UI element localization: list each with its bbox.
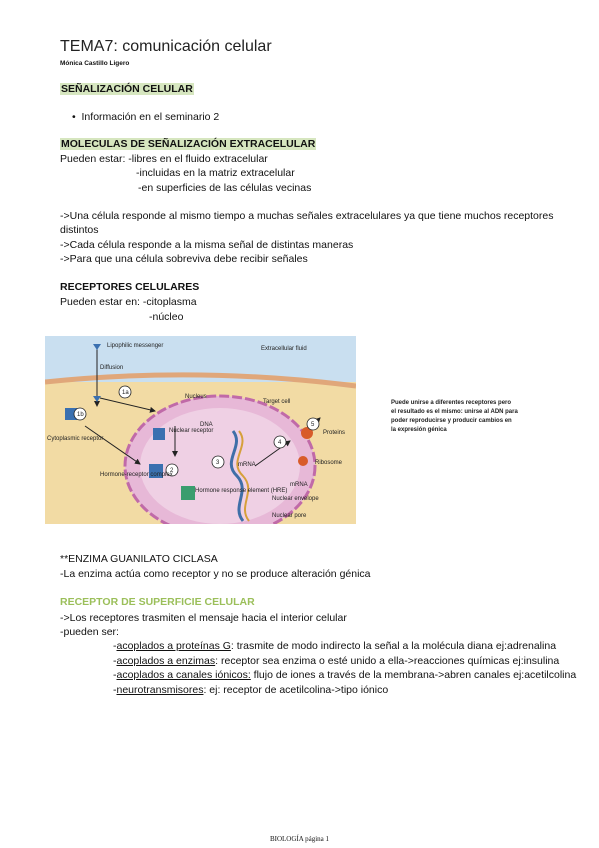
nuclear-receptor-label: Nuclear receptor — [169, 428, 213, 434]
author: Mónica Castillo Ligero — [60, 60, 130, 67]
nuclear-envelope-label: Nuclear envelope — [272, 496, 319, 502]
lipophilic-label: Lipophilic messenger — [107, 343, 163, 349]
target-cell-label: Target cell — [263, 399, 290, 405]
extracellular-label: Extracellular fluid — [261, 346, 307, 352]
cytoplasmic-receptor-label: Cytoplasmic receptor — [47, 436, 103, 442]
text-line: ->Para que una célula sobreviva debe rec… — [60, 253, 308, 265]
bullet-icon: • — [72, 111, 82, 123]
step-1a-label: 1a — [122, 390, 129, 396]
page-footer: BIOLOGÍA página 1 — [269, 835, 330, 843]
step-3-label: 3 — [216, 460, 220, 466]
section-heading-superficie: RECEPTOR DE SUPERFICIE CELULAR — [60, 596, 255, 608]
hre-label: Hormone response element (HRE) — [195, 488, 287, 494]
text-line: -en superficies de las células vecinas — [138, 182, 312, 194]
list-item: -acoplados a proteínas G: trasmite de mo… — [113, 640, 557, 652]
text-line: Pueden estar: -libres en el fluido extra… — [60, 153, 268, 165]
hormone-complex-label: Hormone-receptor complex — [100, 472, 173, 478]
dna-label: DNA — [200, 422, 213, 428]
ribosome-label: Ribosome — [315, 460, 343, 466]
section-heading-moleculas: MOLECULAS DE SEÑALIZACIÓN EXTRACELULAR — [60, 138, 317, 150]
diffusion-label: Diffusion — [100, 365, 123, 371]
bullet-item: • Información en el seminario 2 — [72, 111, 220, 123]
figure-side-note: Puede unirse a diferentes receptores per… — [391, 400, 518, 433]
text-line: distintos — [60, 224, 99, 236]
proteins-label: Proteins — [323, 430, 345, 436]
section-heading-senalizacion: SEÑALIZACIÓN CELULAR — [60, 83, 194, 95]
list-item: -acoplados a canales iónicos: flujo de i… — [113, 669, 577, 681]
text-line: ->Los receptores trasmiten el mensaje ha… — [60, 612, 347, 624]
section-heading-guanilato: **ENZIMA GUANILATO CICLASA — [60, 553, 218, 565]
step-1b-label: 1b — [77, 412, 84, 418]
section-heading-receptores: RECEPTORES CELULARES — [60, 281, 200, 293]
nucleus-label: Nucleus — [185, 394, 207, 400]
nuclear-pore-label: Nuclear pore — [272, 513, 307, 519]
document-title: TEMA7: comunicación celular — [60, 38, 272, 55]
text-line: ->Una célula responde al mismo tiempo a … — [60, 210, 554, 222]
text-line: -incluidas en la matriz extracelular — [136, 167, 295, 179]
text-line: -La enzima actúa como receptor y no se p… — [60, 568, 371, 580]
text-line: ->Cada célula responde a la misma señal … — [60, 239, 354, 251]
list-item: -neurotransmisores: ej: receptor de acet… — [113, 684, 389, 696]
text-line: -núcleo — [149, 311, 184, 323]
text-line: -pueden ser: — [60, 626, 119, 638]
step-2-label: 2 — [170, 468, 174, 474]
step-5-label: 5 — [311, 422, 315, 428]
mrna-label: mRNA — [238, 462, 256, 468]
mrna-label: mRNA — [290, 482, 308, 488]
list-item: -acoplados a enzimas: receptor sea enzim… — [113, 655, 560, 667]
cell-receptor-diagram: 1a 1b 2 3 4 5 Lipophilic messenger Extra… — [45, 336, 356, 524]
step-4-label: 4 — [278, 440, 282, 446]
text-line: Pueden estar en: -citoplasma — [60, 296, 197, 308]
